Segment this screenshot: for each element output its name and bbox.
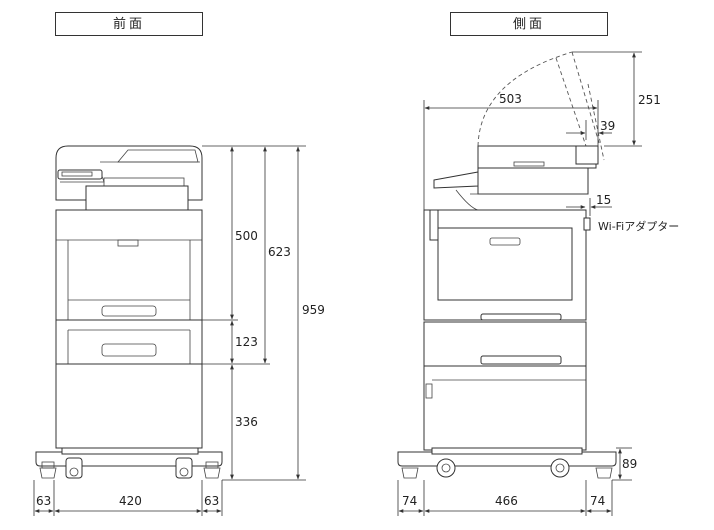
side-dim-39: 39 <box>600 119 615 133</box>
front-dim-63-right: 63 <box>204 494 219 508</box>
front-dim-959: 959 <box>302 303 325 317</box>
side-dim-466: 466 <box>495 494 518 508</box>
side-view-title: 側面 <box>450 12 608 36</box>
side-dimension-lines <box>397 51 642 516</box>
front-view-title: 前面 <box>55 12 203 36</box>
side-dim-251: 251 <box>638 93 661 107</box>
side-dim-15: 15 <box>596 193 611 207</box>
side-dim-74-left: 74 <box>402 494 417 508</box>
side-dim-503: 503 <box>499 92 522 106</box>
front-dim-336: 336 <box>235 415 258 429</box>
front-dim-63-left: 63 <box>36 494 51 508</box>
front-dim-420: 420 <box>119 494 142 508</box>
front-printer-drawing <box>35 145 223 479</box>
front-dim-500: 500 <box>235 229 258 243</box>
front-dim-623: 623 <box>268 245 291 259</box>
wifi-adapter-label: Wi-Fiアダプター <box>598 219 679 233</box>
front-dimension-lines <box>33 145 306 516</box>
side-dim-89: 89 <box>622 457 637 471</box>
side-printer-drawing <box>397 51 617 479</box>
front-dim-123: 123 <box>235 335 258 349</box>
side-dim-74-right: 74 <box>590 494 605 508</box>
